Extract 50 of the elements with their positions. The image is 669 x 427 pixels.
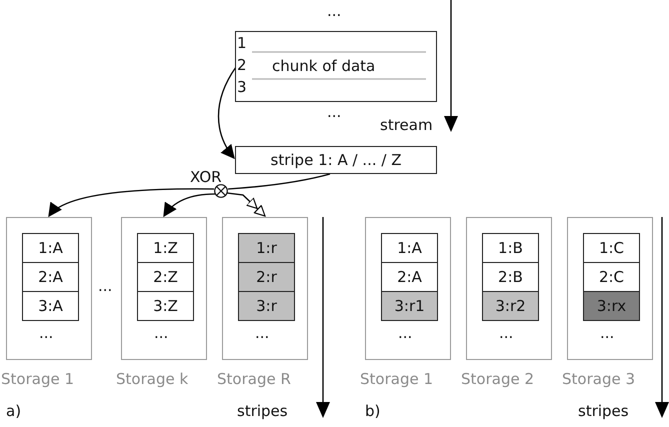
xor-symbol [214, 184, 228, 198]
ellipsis: ... [327, 4, 342, 19]
stripe-cell: 3:rx [583, 291, 640, 321]
panel-label: a) [6, 404, 22, 419]
stripe-cell: 2:r [238, 262, 295, 292]
direction-label: stripes [578, 404, 629, 419]
arrow [163, 193, 216, 218]
stripe-cell: 1:C [583, 233, 640, 263]
stripe-box: stripe 1: A / ... / Z [235, 146, 437, 174]
storage-label: Storage 1 [1, 372, 74, 387]
ellipsis: ... [327, 105, 342, 120]
direction-label: stream [380, 118, 433, 133]
stripe-cell: 2:Z [137, 262, 194, 292]
stripe-cell: 3:r1 [381, 291, 438, 321]
stripe-cell: 1:A [22, 233, 79, 263]
arrow [226, 192, 266, 217]
data-chunk-box [235, 31, 437, 102]
ellipsis: ... [255, 326, 270, 341]
storage-label: Storage 3 [562, 372, 636, 387]
ellipsis: ... [39, 326, 54, 341]
stripe-cell: 2:A [22, 262, 79, 292]
stripe-cell: 3:A [22, 291, 79, 321]
storage-label: Storage R [217, 372, 291, 387]
stripe-cell: 2:B [482, 262, 539, 292]
row-number: 1 [237, 36, 247, 51]
stripe-cell: 3:r2 [482, 291, 539, 321]
arrow [218, 66, 237, 160]
stripe-cell: 1:r [238, 233, 295, 263]
storage-label: Storage 2 [461, 372, 534, 387]
arrow [48, 188, 214, 218]
operator-label: XOR [190, 170, 222, 185]
chunk-label: chunk of data [272, 59, 376, 74]
ellipsis: ... [398, 326, 412, 341]
ellipsis: ... [499, 326, 514, 341]
stripe-cell: 3:Z [137, 291, 194, 321]
row-number: 3 [237, 80, 247, 95]
stripe-cell: 2:C [583, 262, 640, 292]
panel-label: b) [365, 404, 380, 419]
row-number: 2 [237, 58, 247, 73]
storage-label: Storage 1 [360, 372, 434, 387]
stripe-cell: 1:Z [137, 233, 194, 263]
stripe-cell: 3:r [238, 291, 295, 321]
ellipsis: ... [98, 279, 112, 294]
stripe-cell: 1:B [482, 233, 539, 263]
storage-label: Storage k [116, 372, 188, 387]
ellipsis: ... [600, 326, 614, 341]
stripe-cell: 2:A [381, 262, 438, 292]
direction-label: stripes [237, 404, 288, 419]
ellipsis: ... [154, 326, 168, 341]
stripe-cell: 1:A [381, 233, 438, 263]
